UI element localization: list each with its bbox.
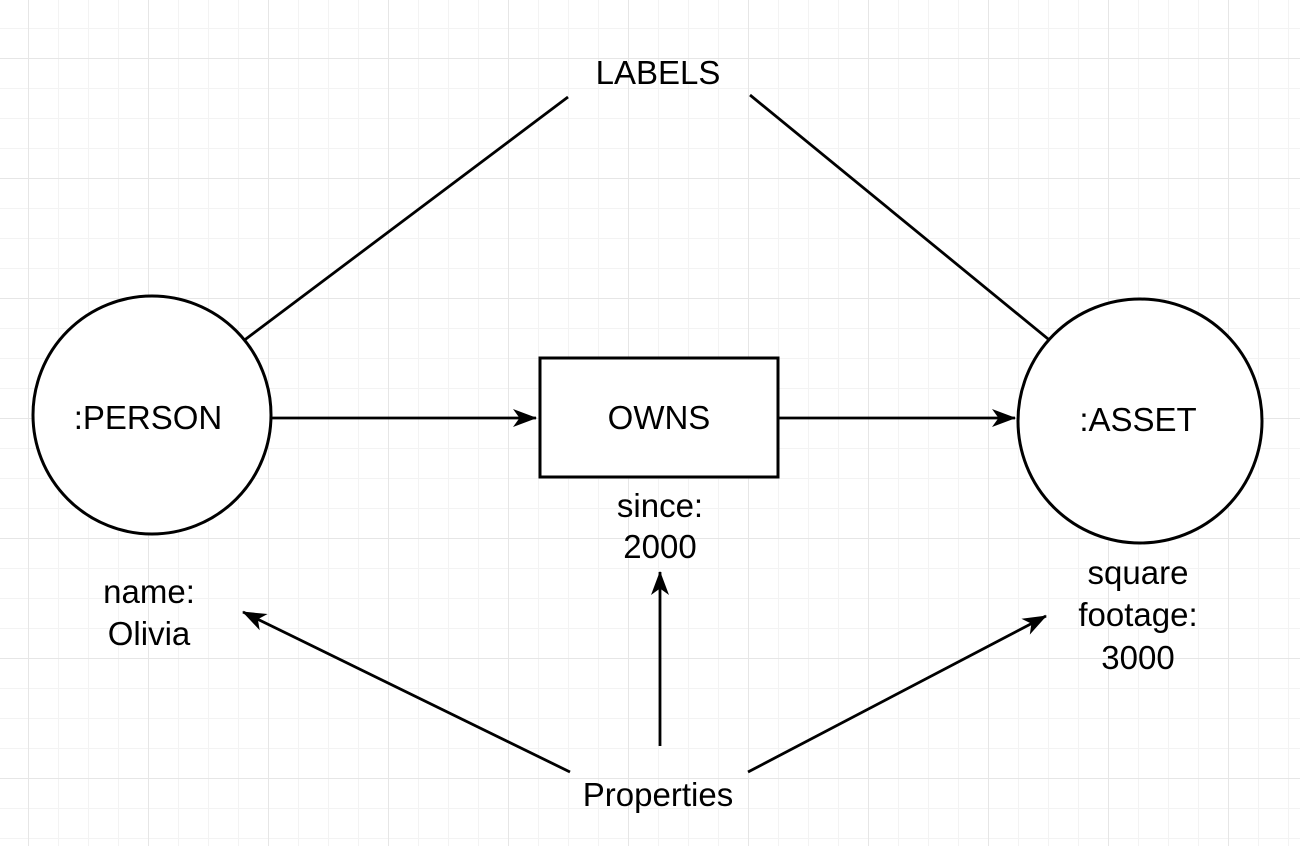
asset-property-footage-key-line2[interactable]: footage: bbox=[1078, 596, 1197, 633]
node-asset-label: :ASSET bbox=[1079, 401, 1196, 438]
relationship-property-since-key[interactable]: since: bbox=[617, 487, 703, 524]
properties-annotation[interactable]: Properties bbox=[583, 776, 733, 813]
person-property-name-key[interactable]: name: bbox=[103, 573, 195, 610]
relationship-owns-label: OWNS bbox=[608, 399, 711, 436]
asset-property-footage-key-line1[interactable]: square bbox=[1088, 554, 1189, 591]
labels-annotation[interactable]: LABELS bbox=[596, 54, 721, 91]
relationship-owns-box[interactable] bbox=[538, 356, 780, 479]
node-asset-circle[interactable] bbox=[1016, 297, 1264, 545]
asset-property-footage-value[interactable]: 3000 bbox=[1101, 639, 1174, 676]
node-person-label: :PERSON bbox=[74, 399, 223, 436]
arrow-properties-to-footage[interactable] bbox=[747, 614, 1047, 774]
arrow-properties-to-name[interactable] bbox=[242, 610, 571, 774]
node-person-circle[interactable] bbox=[31, 294, 273, 536]
person-property-name-value[interactable]: Olivia bbox=[108, 615, 191, 652]
relationship-property-since-value[interactable]: 2000 bbox=[623, 528, 696, 565]
arrow-labels-to-person[interactable] bbox=[181, 95, 569, 389]
